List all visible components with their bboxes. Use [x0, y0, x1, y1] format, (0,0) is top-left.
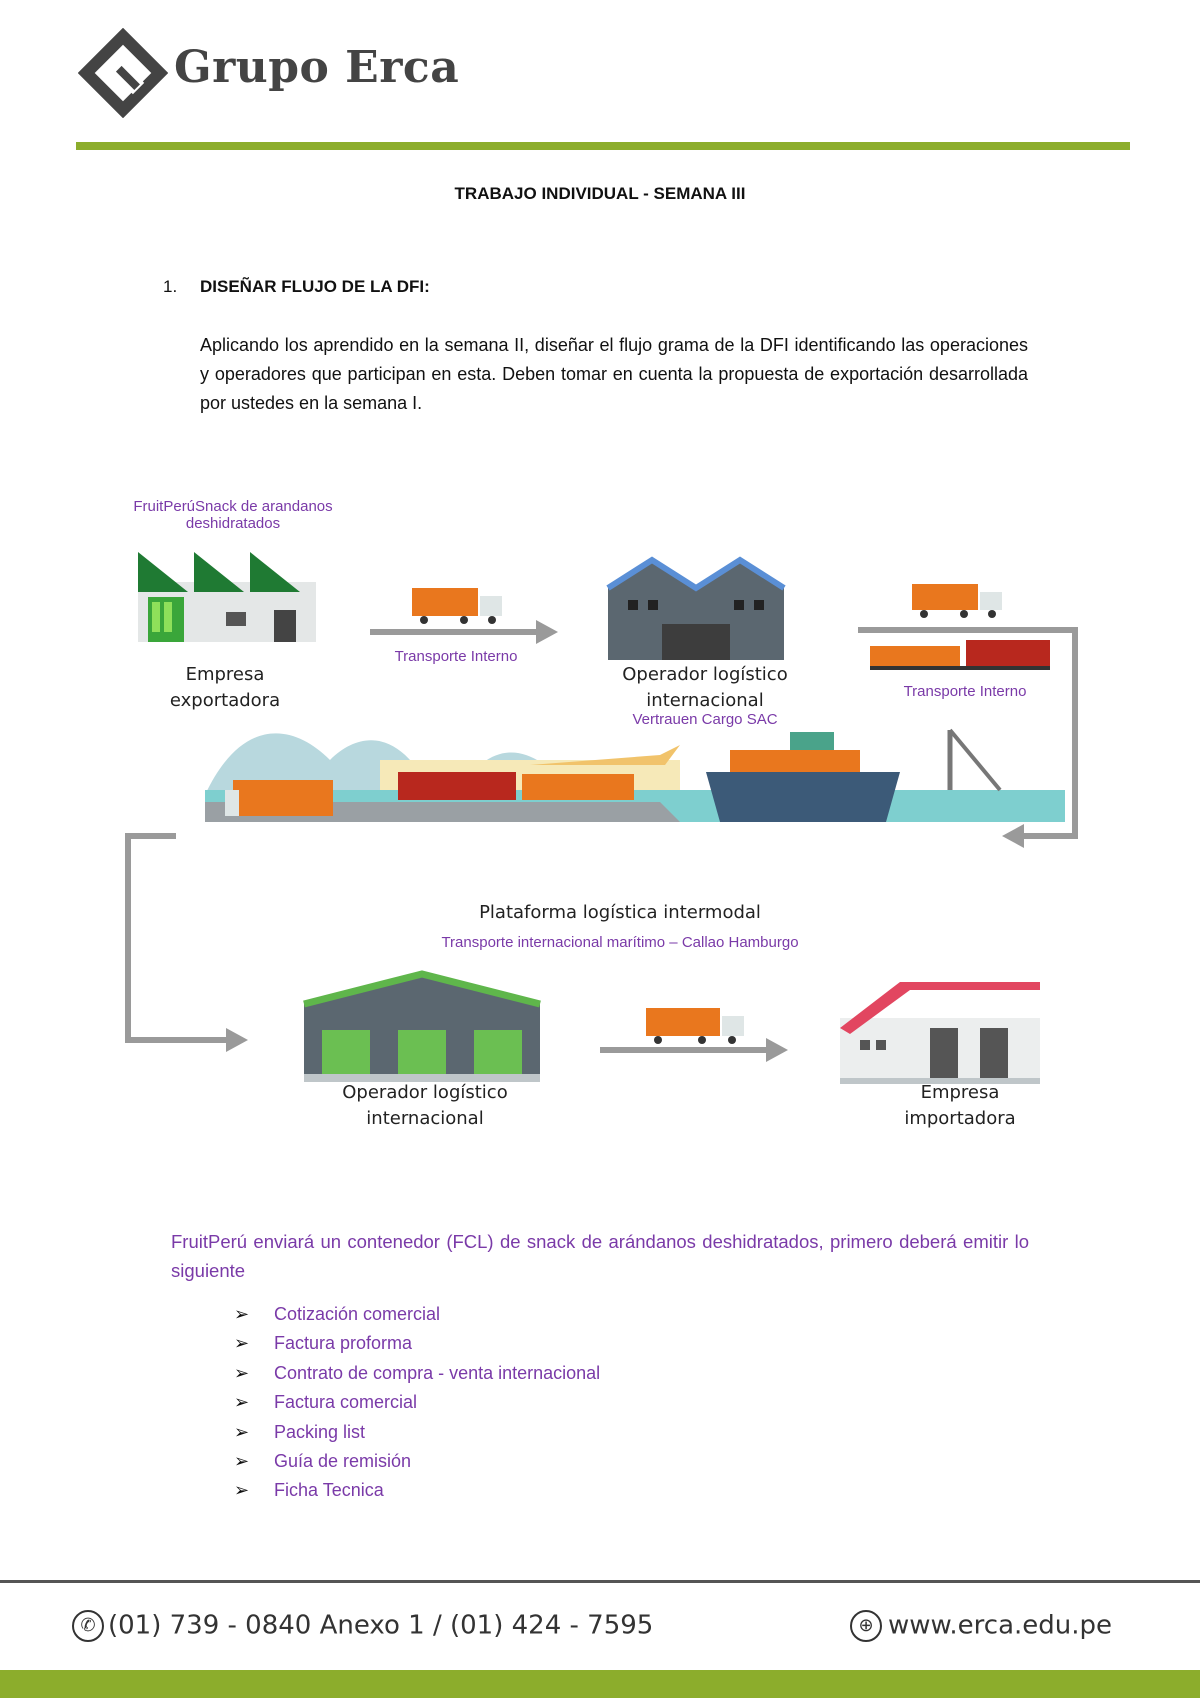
- brand-name: Grupo Erca: [174, 42, 459, 93]
- product-note-line2: deshidratados: [100, 515, 366, 532]
- product-note-line1: FruitPerúSnack de arandanos: [100, 498, 366, 515]
- truck-icon: [412, 588, 502, 624]
- document-name: Guía de remisión: [274, 1451, 411, 1471]
- list-item: ➢ Guía de remisión: [234, 1447, 600, 1476]
- document-name: Factura proforma: [274, 1333, 412, 1353]
- flow-arrow-3: [128, 836, 230, 1040]
- website-link[interactable]: www.erca.edu.pe: [888, 1611, 1112, 1641]
- footer-bar: [0, 1670, 1200, 1698]
- transport-label-2: Transporte Interno: [880, 683, 1050, 700]
- header-divider: [76, 142, 1130, 150]
- footer-website: ⊕www.erca.edu.pe: [850, 1610, 1112, 1642]
- section-heading: DISEÑAR FLUJO DE LA DFI:: [200, 277, 430, 297]
- phone-icon: ✆: [72, 1610, 104, 1642]
- page-title: TRABAJO INDIVIDUAL - SEMANA III: [0, 184, 1200, 204]
- dfi-flow-diagram: [60, 490, 1140, 1150]
- exporter-label-line1: Empresa: [120, 662, 330, 688]
- importer-label-line1: Empresa: [860, 1080, 1060, 1106]
- operator1-label-line1: Operador logístico: [590, 662, 820, 688]
- arrow-bullet-icon: ➢: [234, 1418, 249, 1447]
- exporter-factory-icon: [138, 552, 316, 642]
- operator1-name: Vertrauen Cargo SAC: [590, 711, 820, 728]
- list-item: ➢ Packing list: [234, 1418, 600, 1447]
- operator2-label: Operador logístico internacional: [310, 1080, 540, 1132]
- arrow-bullet-icon: ➢: [234, 1447, 249, 1476]
- document-name: Packing list: [274, 1422, 365, 1442]
- footer-divider: [0, 1580, 1200, 1583]
- document-name: Ficha Tecnica: [274, 1480, 384, 1500]
- maritime-label: Transporte internacional marítimo – Call…: [380, 934, 860, 951]
- arrow-bullet-icon: ➢: [234, 1329, 249, 1358]
- arrow-bullet-icon: ➢: [234, 1388, 249, 1417]
- document-name: Factura comercial: [274, 1392, 417, 1412]
- exporter-label: Empresa exportadora: [120, 662, 330, 714]
- phone-number: (01) 739 - 0840 Anexo 1 / (01) 424 - 759…: [108, 1611, 653, 1641]
- list-item: ➢ Factura comercial: [234, 1388, 600, 1417]
- summary-text: FruitPerú enviará un contenedor (FCL) de…: [171, 1227, 1029, 1285]
- arrow-bullet-icon: ➢: [234, 1476, 249, 1505]
- section-number: 1.: [163, 277, 177, 297]
- operator1-label: Operador logístico internacional: [590, 662, 820, 714]
- warehouse-icon: [608, 560, 784, 660]
- section-intro: Aplicando los aprendido en la semana II,…: [200, 331, 1028, 418]
- importer-label-line2: importadora: [860, 1106, 1060, 1132]
- list-item: ➢ Ficha Tecnica: [234, 1476, 600, 1505]
- warehouse-icon: [304, 974, 540, 1082]
- document-name: Cotización comercial: [274, 1304, 440, 1324]
- footer-phone: ✆(01) 739 - 0840 Anexo 1 / (01) 424 - 75…: [72, 1610, 653, 1642]
- exporter-label-line2: exportadora: [120, 688, 330, 714]
- importer-label: Empresa importadora: [860, 1080, 1060, 1132]
- truck-icon: [646, 1008, 744, 1044]
- arrow-bullet-icon: ➢: [234, 1300, 249, 1329]
- platform-label: Plataforma logística intermodal: [420, 900, 820, 926]
- list-item: ➢ Contrato de compra - venta internaciona…: [234, 1359, 600, 1388]
- documents-list: ➢Cotización comercial ➢Factura proforma …: [234, 1300, 600, 1506]
- list-item: ➢ Cotización comercial: [234, 1300, 600, 1329]
- intermodal-platform-icon: [205, 730, 1065, 822]
- train-icon: [870, 640, 1050, 670]
- list-item: ➢ Factura proforma: [234, 1329, 600, 1358]
- importer-building-icon: [840, 982, 1040, 1084]
- arrow-bullet-icon: ➢: [234, 1359, 249, 1388]
- product-note: FruitPerúSnack de arandanos deshidratado…: [100, 498, 366, 532]
- operator2-label-line2: internacional: [310, 1106, 540, 1132]
- globe-icon: ⊕: [850, 1610, 882, 1642]
- logo-mark-icon: [78, 28, 168, 118]
- transport-label-1: Transporte Interno: [370, 648, 542, 665]
- truck-icon: [912, 584, 1002, 618]
- document-name: Contrato de compra - venta internacional: [274, 1363, 600, 1383]
- operator2-label-line1: Operador logístico: [310, 1080, 540, 1106]
